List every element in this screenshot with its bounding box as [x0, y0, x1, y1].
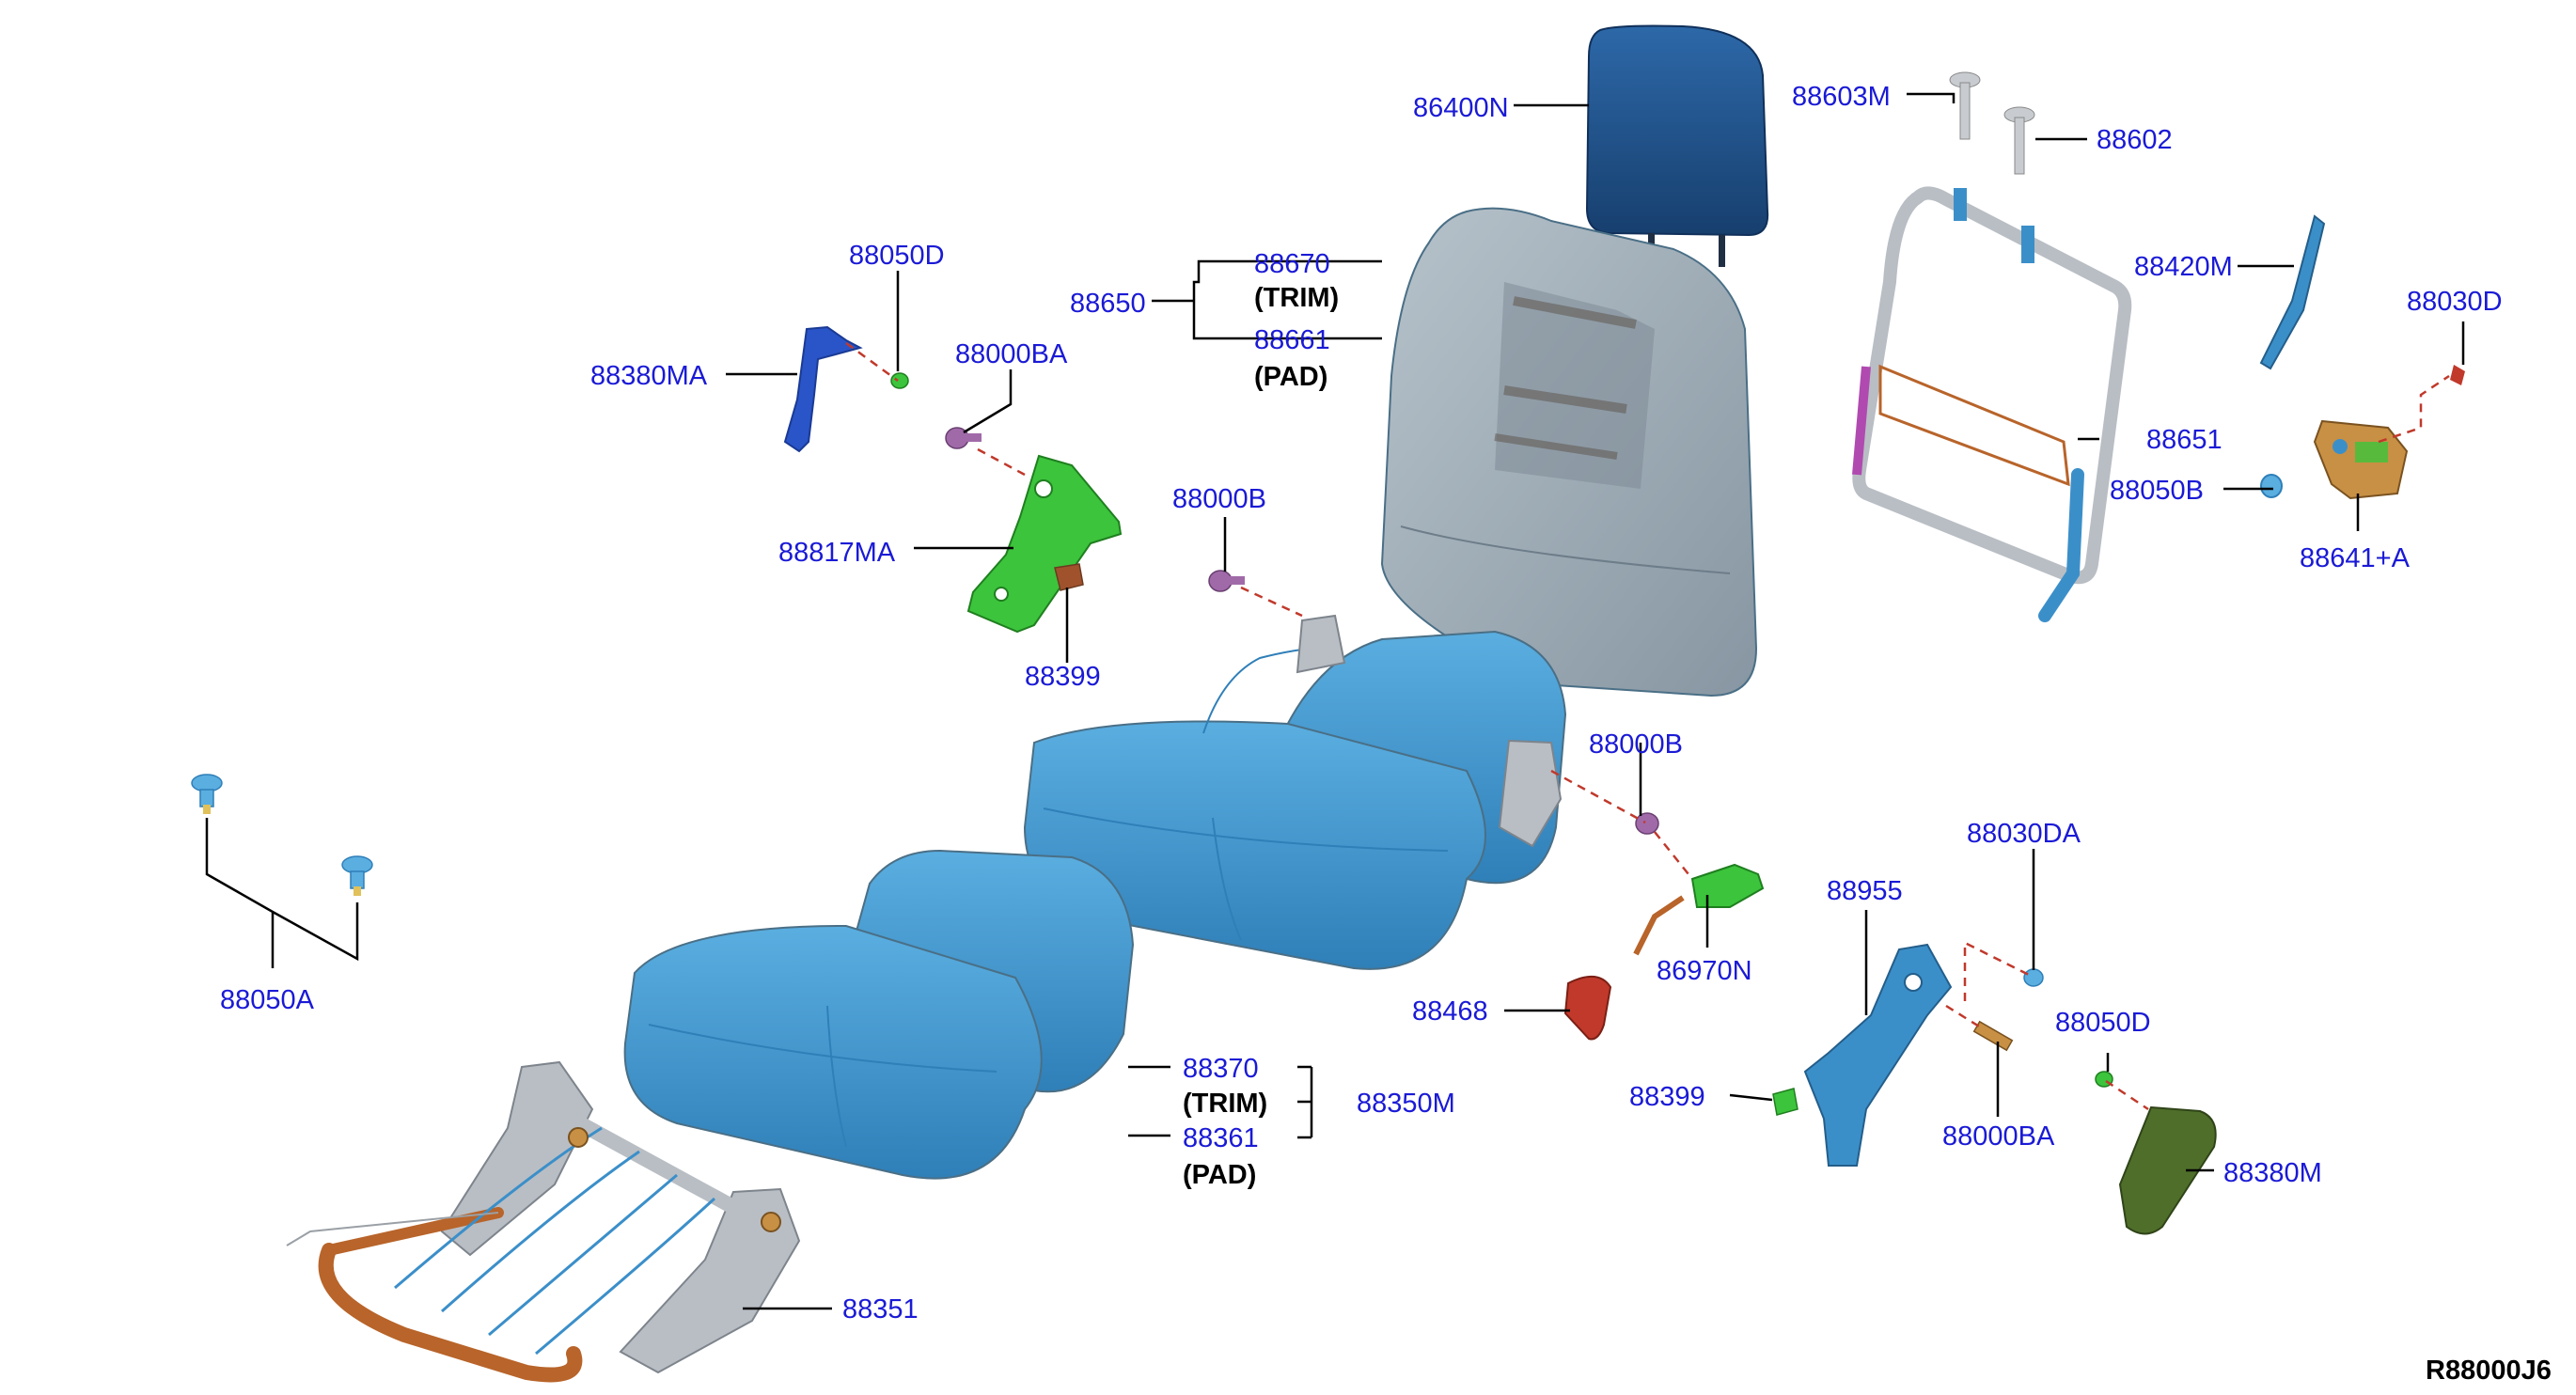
pad-88399-bot: [1772, 1088, 1798, 1116]
label-88050d-bot: 88050D: [2055, 1008, 2151, 1038]
label-88350m: 88350M: [1357, 1089, 1455, 1119]
bolt-88603m: [1949, 71, 1981, 140]
label-88050d-top: 88050D: [849, 241, 945, 271]
seatback-frame: [1852, 186, 2132, 622]
cushion-hinge-top: [1296, 614, 1346, 674]
label-88650: 88650: [1070, 289, 1146, 319]
label-88602: 88602: [2097, 125, 2173, 155]
leader-lines: [205, 92, 2465, 1310]
label-86400n: 86400N: [1413, 93, 1509, 123]
headrest: [1585, 24, 1769, 267]
label-88651: 88651: [2146, 425, 2223, 455]
bracket-88955: [1803, 943, 1953, 1167]
nut-88050b: [2260, 474, 2283, 498]
seat-frame: [286, 1060, 801, 1383]
label-88000b-mid: 88000B: [1589, 729, 1683, 760]
note-pad-top: (PAD): [1254, 362, 1327, 392]
bolt-88602: [2003, 106, 2035, 175]
front-seat-cushion: [623, 849, 1135, 1180]
clip-88050a-right: [341, 855, 373, 896]
label-88380ma: 88380MA: [590, 361, 708, 391]
label-88351: 88351: [842, 1294, 919, 1324]
label-88817ma: 88817MA: [778, 538, 896, 568]
label-88030d: 88030D: [2407, 287, 2503, 317]
pad-88468: [1563, 976, 1612, 1041]
assembly-lines: [845, 341, 2450, 1111]
bracket-88380m: [2118, 1105, 2217, 1235]
label-88000b-top: 88000B: [1172, 484, 1266, 514]
label-88661: 88661: [1254, 325, 1330, 355]
part-labels: 86400N 88603M 88602 88420M 88030D 88050D…: [220, 82, 2552, 1386]
label-88380m: 88380M: [2223, 1158, 2322, 1188]
trim-strip: [2259, 214, 2326, 370]
label-88399-top: 88399: [1025, 662, 1101, 692]
reference-code: R88000J6: [2426, 1356, 2552, 1386]
bolt-88000b-top: [1208, 570, 1245, 592]
label-88468: 88468: [1412, 996, 1488, 1027]
label-88955: 88955: [1827, 876, 1903, 906]
label-88420m: 88420M: [2134, 252, 2233, 282]
label-88370: 88370: [1183, 1054, 1259, 1084]
screw-88030d: [2450, 365, 2465, 385]
clip-88050d-top: [890, 372, 909, 389]
pad-88399-top: [1054, 563, 1084, 591]
bolt-88000ba-top: [945, 427, 982, 449]
label-88050a: 88050A: [220, 985, 315, 1015]
label-88050b: 88050B: [2110, 476, 2204, 506]
bolt-88000ba-bot: [1972, 1020, 2014, 1052]
label-86970n: 86970N: [1657, 956, 1752, 986]
label-88641a: 88641+A: [2300, 543, 2411, 573]
cushion-hinge: [1498, 739, 1563, 848]
clip-88050a-left: [191, 774, 223, 814]
label-88030da: 88030DA: [1967, 819, 2081, 849]
label-88670: 88670: [1254, 249, 1330, 279]
label-88399-bot: 88399: [1629, 1082, 1705, 1112]
note-trim-bot: (TRIM): [1183, 1089, 1267, 1119]
rear-seat-cushion: [1023, 630, 1567, 970]
note-trim-top: (TRIM): [1254, 283, 1339, 313]
screw-88030da: [2023, 968, 2044, 987]
bracket-88817ma: [966, 454, 1123, 634]
label-88000ba-bot: 88000BA: [1942, 1121, 2055, 1152]
bracket-88380ma: [783, 325, 863, 453]
recliner-mechanism: [2313, 419, 2409, 500]
label-88361: 88361: [1183, 1123, 1259, 1153]
bolt-88000b-mid: [1635, 812, 1659, 835]
label-88603m: 88603M: [1792, 82, 1891, 112]
mechanism-86970n: [1633, 863, 1765, 956]
note-pad-bot: (PAD): [1183, 1160, 1256, 1190]
seatback: [1380, 207, 1758, 698]
label-88000ba-top: 88000BA: [955, 339, 1068, 369]
